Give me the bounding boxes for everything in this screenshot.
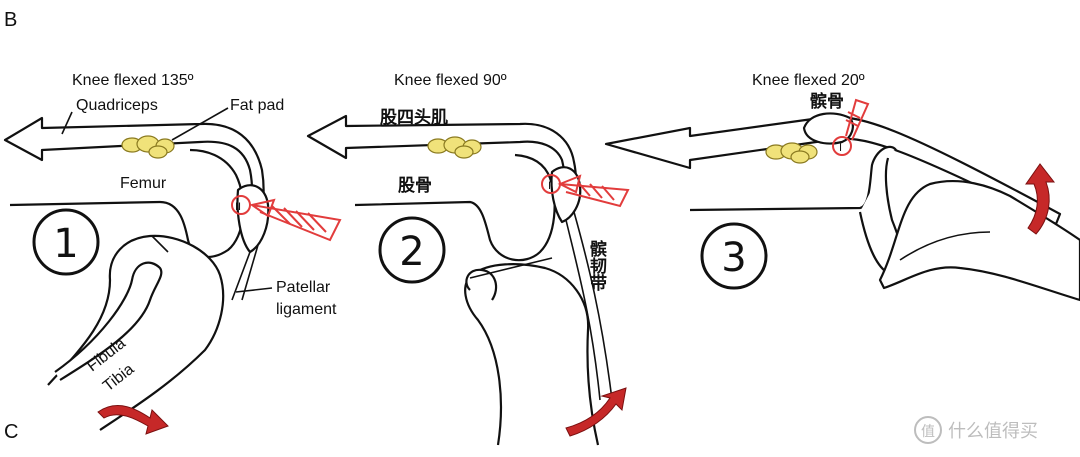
panel-1-fat-pad-label: Fat pad <box>230 97 284 114</box>
svg-text:值: 值 <box>921 424 935 440</box>
panel-3-title: Knee flexed 20º <box>752 72 865 89</box>
corner-label-c: C <box>4 421 18 443</box>
panel-3-tibia-edge <box>899 231 991 261</box>
watermark-text: 什么值得买 <box>948 421 1038 442</box>
panel-2-patellar-ligament <box>565 211 613 401</box>
panel-1-number-circle <box>32 208 100 276</box>
panel-3: Knee flexed 20º I 髌骨 3 <box>604 72 1080 302</box>
panel-1-quadriceps-pointer <box>61 111 73 135</box>
panel-1-title: Knee flexed 135º <box>72 72 194 89</box>
panel-3-fat-pad <box>765 142 818 164</box>
panel-2-patellar-ligament-label: 髌韧带 <box>586 239 607 292</box>
corner-label-b: B <box>4 9 17 31</box>
panel-1-contact-label: II <box>235 201 241 213</box>
panel-2: Knee flexed 90º I 股四头肌 股骨 髌韧带 2 <box>306 72 630 446</box>
panel-1-fat-pad <box>121 135 175 159</box>
panel-1-femur <box>9 148 245 258</box>
panel-3-contact-label: I <box>839 142 842 154</box>
panel-2-tibia <box>464 263 600 446</box>
panel-2-force-arrow <box>557 174 630 208</box>
panel-1: Knee flexed 135º II Quadriceps <box>3 72 342 435</box>
panel-1-number: 1 <box>53 221 78 267</box>
panel-3-number: 3 <box>721 235 746 281</box>
panel-2-rotation-arrow <box>565 387 627 437</box>
panel-1-patella <box>236 184 270 254</box>
watermark-logo-icon <box>914 416 942 444</box>
panel-1-rotation-arrow <box>97 405 169 435</box>
panel-1-contact-marker <box>231 195 251 215</box>
panel-2-femur <box>354 153 556 262</box>
panel-2-contact-marker <box>541 174 561 194</box>
panel-3-number-circle <box>700 222 768 290</box>
watermark: 值 什么值得买 <box>914 416 1038 444</box>
panel-1-tibia-edge <box>151 235 169 253</box>
panel-1-quadriceps-label: Quadriceps <box>76 97 158 114</box>
panel-3-force-arrow <box>845 98 870 141</box>
panel-2-fat-pad <box>427 136 482 159</box>
panel-1-force-arrow <box>249 198 342 242</box>
panel-2-number: 2 <box>399 229 424 275</box>
panel-1-ligament-label: ligament <box>276 301 337 318</box>
panel-2-title: Knee flexed 90º <box>394 72 507 89</box>
panel-3-tibia <box>878 180 1080 302</box>
panel-3-patella-label: 髌骨 <box>810 91 844 112</box>
panel-2-tibia-plateau <box>469 257 553 279</box>
panel-3-contact-marker <box>832 136 852 156</box>
panel-1-fat-pad-pointer <box>171 107 229 141</box>
panel-2-number-circle <box>378 216 446 284</box>
panel-3-patella <box>802 112 854 145</box>
panel-1-tibia <box>47 234 225 431</box>
panel-1-ligament-pointer <box>235 287 273 293</box>
panel-2-quadriceps-label: 股四头肌 <box>380 108 448 128</box>
panel-2-contact-label: I <box>548 180 551 192</box>
panel-3-rotation-arrow <box>1025 163 1056 235</box>
panel-1-patellar-label: Patellar <box>276 279 331 296</box>
panel-1-fibula <box>54 261 163 381</box>
panel-2-femur-label: 股骨 <box>398 176 432 196</box>
panel-1-femur-label: Femur <box>120 175 167 192</box>
